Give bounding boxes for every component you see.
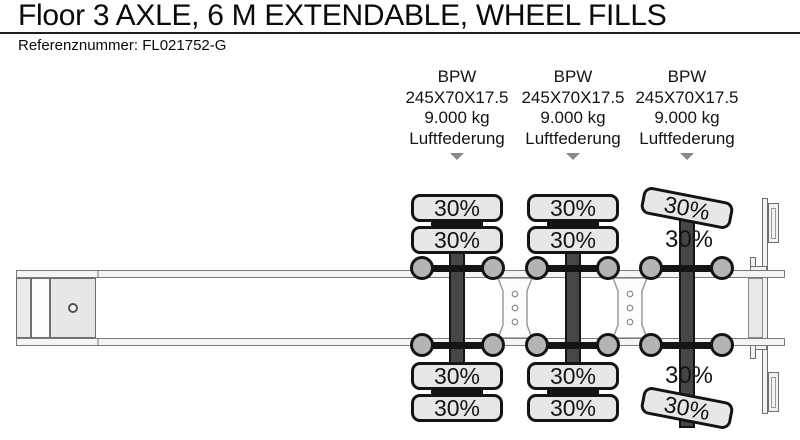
tire-fill-axle1-inner-top: 30% (411, 226, 503, 254)
wheel-axle3-left-bottom (639, 333, 663, 357)
wheel-axle1-right-bottom (481, 333, 505, 357)
wheel-axle3-right-top (710, 256, 734, 280)
wheel-axle2-right-bottom (596, 333, 620, 357)
rear-light-plate-bottom (768, 372, 779, 412)
extension-frame-plate-1 (496, 277, 534, 339)
axle-suspension: Luftfederung (639, 128, 735, 148)
page-title: Floor 3 AXLE, 6 M EXTENDABLE, WHEEL FILL… (18, 0, 667, 32)
rail-joint-bottom (97, 339, 99, 345)
axle-suspension: Luftfederung (525, 128, 621, 148)
tire-connector-axle1-top (431, 222, 483, 227)
tire-fill-axle1-outer-bottom: 30% (411, 394, 503, 422)
tire-fill-axle1-outer-top: 30% (411, 194, 503, 222)
front-spacer-box (31, 278, 50, 338)
title-divider (0, 32, 800, 34)
chassis-bottom-rail (16, 338, 785, 346)
axle-tire-size: 245X70X17.5 (521, 87, 625, 107)
axle-load: 9.000 kg (424, 108, 490, 127)
axle1-crossbar-top (420, 265, 494, 272)
axle-spec-axle2: BPW 245X70X17.5 9.000 kg Luftfederung (498, 67, 648, 160)
axle-brand: BPW (667, 67, 707, 86)
axle3-crossbar-top (650, 265, 724, 272)
tire-fill-axle2-inner-bottom: 30% (527, 362, 619, 390)
rear-light-plate-top (768, 203, 779, 243)
tire-connector-axle2-bottom (547, 390, 599, 395)
rear-light-lens (771, 377, 776, 408)
tire-fill-axle2-outer-bottom: 30% (527, 394, 619, 422)
wheel-axle1-left-bottom (410, 333, 434, 357)
axle2-crossbar-top (536, 265, 610, 272)
tire-fill-axle2-inner-top: 30% (527, 226, 619, 254)
rear-bracket-bottom-vertical (750, 345, 756, 359)
wheel-axle2-right-top (596, 256, 620, 280)
axle-suspension: Luftfederung (409, 128, 505, 148)
wheel-axle1-left-top (410, 256, 434, 280)
axle-load: 9.000 kg (654, 108, 720, 127)
reference-number: Referenznummer: FL021752-G (18, 37, 227, 54)
wheel-axle2-left-bottom (525, 333, 549, 357)
extension-frame-plate-2 (611, 277, 649, 339)
wheel-axle3-right-bottom (710, 333, 734, 357)
axle-spec-axle3: BPW 245X70X17.5 9.000 kg Luftfederung (612, 67, 762, 160)
front-end-box (16, 278, 31, 338)
tire-connector-axle2-top (547, 222, 599, 227)
pointer-down-icon (450, 153, 464, 160)
pointer-down-icon (680, 153, 694, 160)
wheel-axle2-left-top (525, 256, 549, 280)
tire-fill-axle2-outer-top: 30% (527, 194, 619, 222)
axle2-crossbar-bottom (536, 342, 610, 349)
rear-light-lens (771, 208, 776, 239)
pointer-down-icon (566, 153, 580, 160)
chassis-top-rail (16, 270, 785, 278)
axle-brand: BPW (553, 67, 593, 86)
axle-brand: BPW (437, 67, 477, 86)
tire-connector-axle1-bottom (431, 390, 483, 395)
tire-fill-axle3-inner-bottom: 30% (664, 362, 714, 389)
axle-tire-size: 245X70X17.5 (405, 87, 509, 107)
axle-tire-size: 245X70X17.5 (635, 87, 739, 107)
axle1-crossbar-bottom (420, 342, 494, 349)
rail-joint-top (97, 271, 99, 277)
tire-fill-axle3-inner-top: 30% (664, 226, 714, 253)
axle-spec-axle1: BPW 245X70X17.5 9.000 kg Luftfederung (382, 67, 532, 160)
wheel-axle3-left-top (639, 256, 663, 280)
wheel-axle1-right-top (481, 256, 505, 280)
axle-load: 9.000 kg (540, 108, 606, 127)
rear-crossmember (748, 278, 763, 338)
tire-fill-axle1-inner-bottom: 30% (411, 362, 503, 390)
axle3-crossbar-bottom (650, 342, 724, 349)
kingpin (68, 303, 78, 313)
